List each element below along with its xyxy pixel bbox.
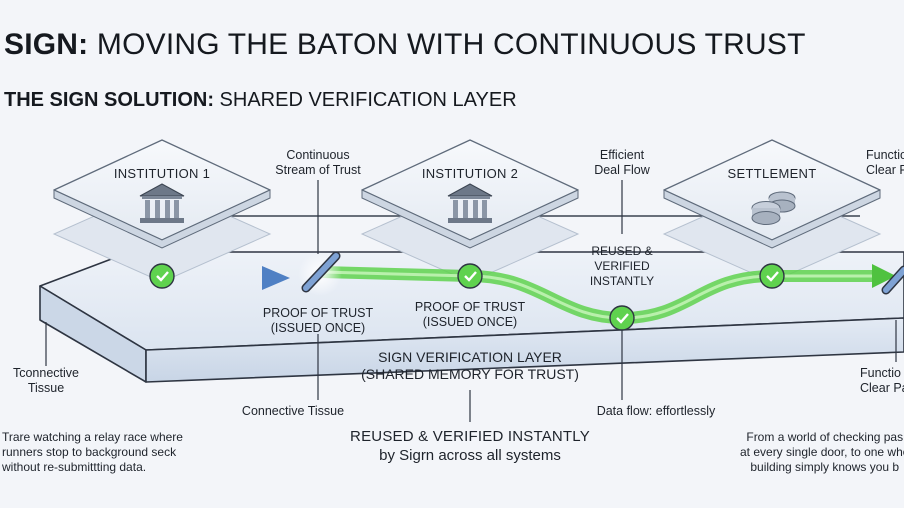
settlement-label: SETTLEMENT: [727, 166, 817, 181]
check-icon: [149, 263, 175, 289]
page-subtitle: THE SIGN SOLUTION: SHARED VERIFICATION L…: [4, 89, 517, 111]
bottom-center-caption: REUSED & VERIFIED INSTANTLY by Sigrn acr…: [350, 428, 590, 464]
institution-2-label: INSTITUTION 2: [421, 166, 519, 181]
page-title: SIGN: MOVING THE BATON WITH CONTINUOUS T…: [4, 28, 806, 61]
check-icon: [457, 263, 483, 289]
coins-icon: [751, 191, 796, 225]
check-icon: [609, 305, 635, 331]
proof-of-trust-2: PROOF OF TRUST(ISSUED ONCE): [414, 300, 526, 329]
data-flow-label: Data flow: effortlessly: [596, 404, 716, 418]
layer-front-face: [145, 317, 904, 383]
connective-tissue-label: Connective Tissue: [241, 404, 345, 418]
bank-icon: [139, 183, 185, 223]
baton-icon: [298, 251, 342, 296]
bank-icon: [447, 183, 493, 223]
check-icon: [759, 263, 785, 289]
proof-of-trust-1: PROOF OF TRUST(ISSUED ONCE): [262, 306, 374, 335]
layer-title: SIGN VERIFICATION LAYER(SHARED MEMORY FO…: [361, 349, 579, 382]
baton-icon: [881, 265, 904, 295]
institution-1-label: INSTITUTION 1: [113, 166, 211, 181]
